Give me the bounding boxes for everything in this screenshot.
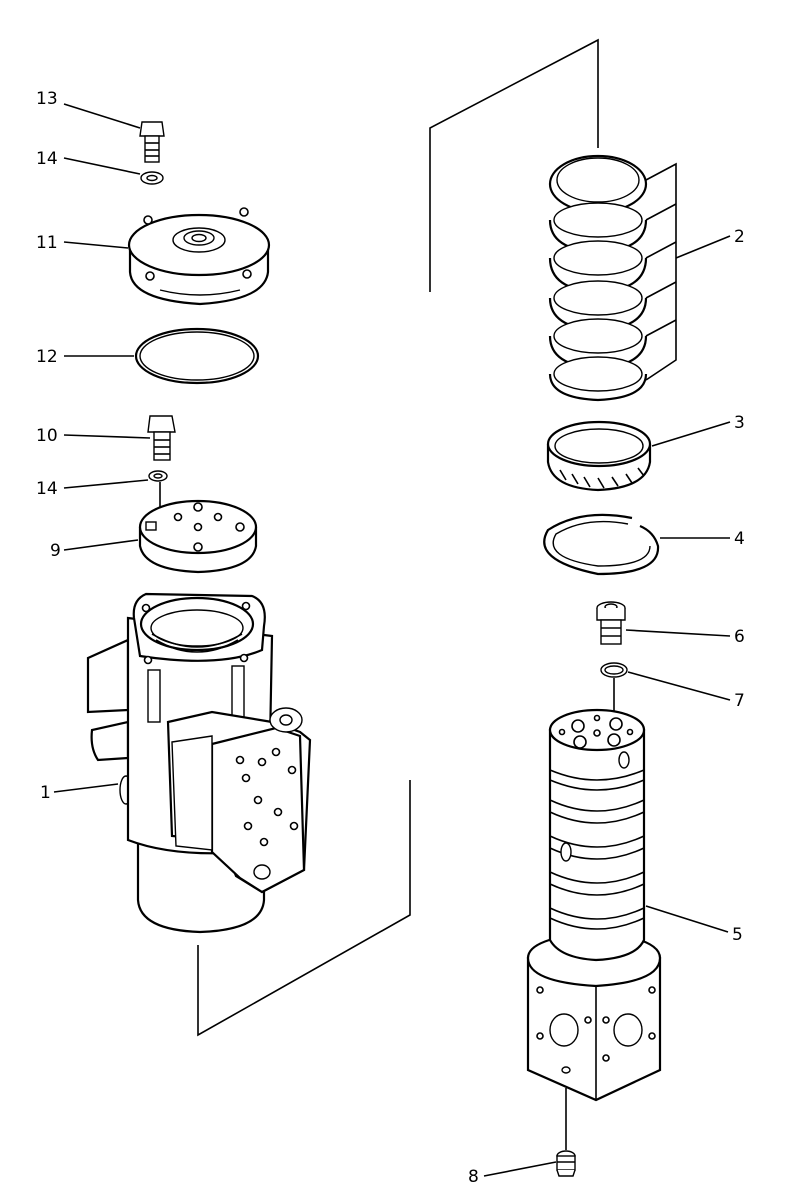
callout-4: 4 [734, 529, 745, 549]
part-12-o-ring [134, 327, 260, 385]
callout-7: 7 [734, 691, 745, 711]
assembly-guide-lines [159, 38, 615, 1150]
callout-11: 11 [36, 233, 58, 253]
part-3-bushing [546, 420, 652, 492]
callout-6: 6 [734, 627, 745, 647]
part-8-plug [556, 1150, 576, 1177]
callout-13: 13 [36, 89, 58, 109]
part-11-cover [127, 207, 271, 306]
part-13-bolt [139, 121, 165, 163]
part-5-swivel-shaft [526, 708, 662, 1102]
callout-12: 12 [36, 347, 58, 367]
leader-lines [53, 103, 731, 1177]
callout-1: 1 [40, 783, 51, 803]
part-1-housing [86, 592, 312, 934]
callout-8: 8 [468, 1167, 479, 1187]
part-7-o-ring [600, 662, 628, 678]
part-6-plug [596, 601, 626, 645]
callout-14-lower: 14 [36, 479, 58, 499]
callout-3: 3 [734, 413, 745, 433]
callout-labels: 13 14 11 12 10 14 9 1 2 3 4 6 7 5 8 [36, 89, 745, 1187]
callout-10: 10 [36, 426, 58, 446]
part-10-bolt [147, 415, 176, 461]
part-9-plate [138, 499, 258, 574]
callout-5: 5 [732, 925, 743, 945]
part-4-snap-ring [543, 513, 660, 576]
callout-9: 9 [50, 541, 61, 561]
callout-14-top: 14 [36, 149, 58, 169]
part-2-seal-stack [548, 154, 677, 402]
callout-2: 2 [734, 227, 745, 247]
part-14-washer-lower [148, 470, 168, 482]
part-14-washer-top [140, 171, 164, 185]
